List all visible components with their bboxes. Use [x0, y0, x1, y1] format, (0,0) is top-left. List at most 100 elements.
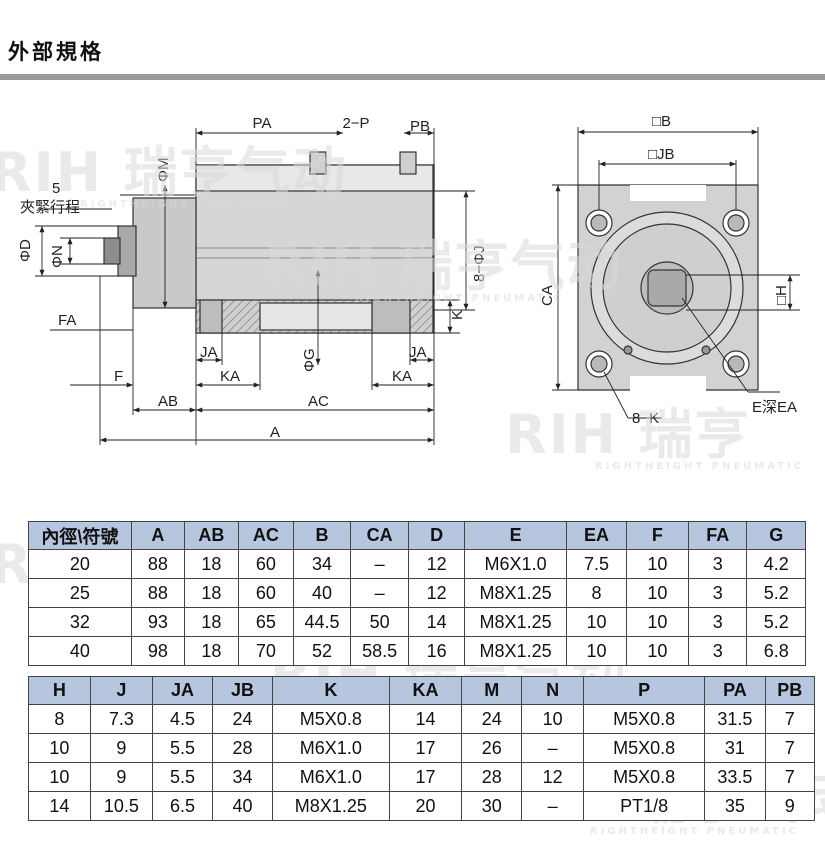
table-cell: 52 — [293, 636, 351, 666]
table-cell: M5X0.8 — [271, 704, 390, 734]
label-F: F — [114, 368, 123, 385]
header-cell: CA — [349, 521, 410, 550]
table-cell: 10 — [28, 762, 91, 792]
table-cell: 16 — [408, 636, 465, 666]
label-PA: PA — [253, 115, 272, 132]
title-rule — [0, 74, 825, 80]
table-cell: 34 — [212, 762, 273, 792]
table-cell: PT1/8 — [582, 791, 706, 821]
table-cell: M6X1.0 — [271, 762, 390, 792]
label-phiM: ΦM — [155, 158, 172, 182]
table-cell: 10 — [625, 607, 690, 637]
table-cell: 20 — [388, 791, 463, 821]
table-cell: 50 — [349, 607, 410, 637]
table-cell: 5.5 — [152, 762, 214, 792]
table-cell: 40 — [212, 791, 273, 821]
table-cell: 6.8 — [746, 636, 806, 666]
label-eightJ: 8−ΦJ — [471, 245, 488, 282]
table-cell: M5X0.8 — [582, 733, 706, 763]
table-cell: 12 — [408, 578, 465, 608]
table-cell: 33.5 — [704, 762, 766, 792]
table-cell: 31.5 — [704, 704, 766, 734]
header-cell: JA — [152, 676, 214, 705]
table-cell: 60 — [237, 549, 295, 579]
table-cell: 10 — [625, 636, 690, 666]
table-cell: 98 — [130, 636, 186, 666]
label-2P: 2−P — [342, 115, 369, 132]
table-cell: 93 — [130, 607, 186, 637]
header-cell: E — [463, 521, 568, 550]
table-cell: 60 — [237, 578, 295, 608]
table-cell: 5.2 — [746, 607, 806, 637]
table-cell: 7.3 — [89, 704, 154, 734]
table-cell: 35 — [704, 791, 766, 821]
table-cell: 88 — [130, 578, 186, 608]
table-cell: 18 — [184, 636, 239, 666]
table-cell: 12 — [408, 549, 465, 579]
table-cell: 65 — [237, 607, 295, 637]
table-cell: 10 — [28, 733, 91, 763]
front-view — [577, 184, 759, 392]
table-header-row: H J JA JB K KA M N P PA PB — [28, 676, 816, 705]
label-A: A — [270, 424, 280, 441]
table-header-row: 內徑\符號 A AB AC B CA D E EA F FA G — [28, 521, 806, 550]
table-cell: 31 — [704, 733, 766, 763]
table-cell: 6.5 — [152, 791, 214, 821]
table-cell: 7 — [764, 733, 816, 763]
table-cell: 32 — [28, 607, 132, 637]
table-cell: 18 — [184, 578, 239, 608]
header-cell: EA — [566, 521, 627, 550]
header-cell: KA — [388, 676, 463, 705]
label-KA-left: KA — [220, 368, 240, 385]
header-cell: A — [130, 521, 186, 550]
table-cell: 9 — [764, 791, 816, 821]
table-cell: 4.2 — [746, 549, 806, 579]
label-phiN: ΦN — [49, 245, 66, 268]
header-cell: J — [89, 676, 154, 705]
side-view — [103, 151, 435, 334]
label-EEA: E深EA — [752, 399, 797, 416]
table-cell: 10 — [625, 578, 690, 608]
table-cell: 26 — [461, 733, 523, 763]
table-cell: 14 — [28, 791, 91, 821]
table-cell: 24 — [212, 704, 273, 734]
table-cell: – — [349, 578, 410, 608]
table-cell: 18 — [184, 607, 239, 637]
header-cell: AB — [184, 521, 239, 550]
table-cell: M6X1.0 — [463, 549, 568, 579]
label-AB: AB — [158, 393, 178, 410]
label-CA: CA — [539, 285, 556, 306]
header-cell: 內徑\符號 — [28, 521, 132, 550]
header-cell: K — [271, 676, 390, 705]
table-cell: 7.5 — [566, 549, 627, 579]
header-cell: N — [521, 676, 584, 705]
table-cell: 24 — [461, 704, 523, 734]
label-JA-left: JA — [200, 344, 218, 361]
table-cell: – — [521, 733, 584, 763]
header-cell: M — [461, 676, 523, 705]
header-cell: G — [746, 521, 806, 550]
table-cell: – — [349, 549, 410, 579]
label-B: □B — [652, 113, 671, 130]
table-cell: M8X1.25 — [271, 791, 390, 821]
table-cell: 14 — [408, 607, 465, 637]
header-cell: H — [28, 676, 91, 705]
table-cell: 28 — [461, 762, 523, 792]
table-cell: 88 — [130, 549, 186, 579]
header-cell: P — [582, 676, 706, 705]
table-cell: 9 — [89, 733, 154, 763]
table-cell: M6X1.0 — [271, 733, 390, 763]
table-cell: 10 — [566, 636, 627, 666]
table-cell: M5X0.8 — [582, 762, 706, 792]
label-KA-right: KA — [392, 368, 412, 385]
table-cell: – — [521, 791, 584, 821]
table-cell: 7 — [764, 762, 816, 792]
header-cell: F — [625, 521, 690, 550]
table-cell: 70 — [237, 636, 295, 666]
table-cell: M8X1.25 — [463, 636, 568, 666]
